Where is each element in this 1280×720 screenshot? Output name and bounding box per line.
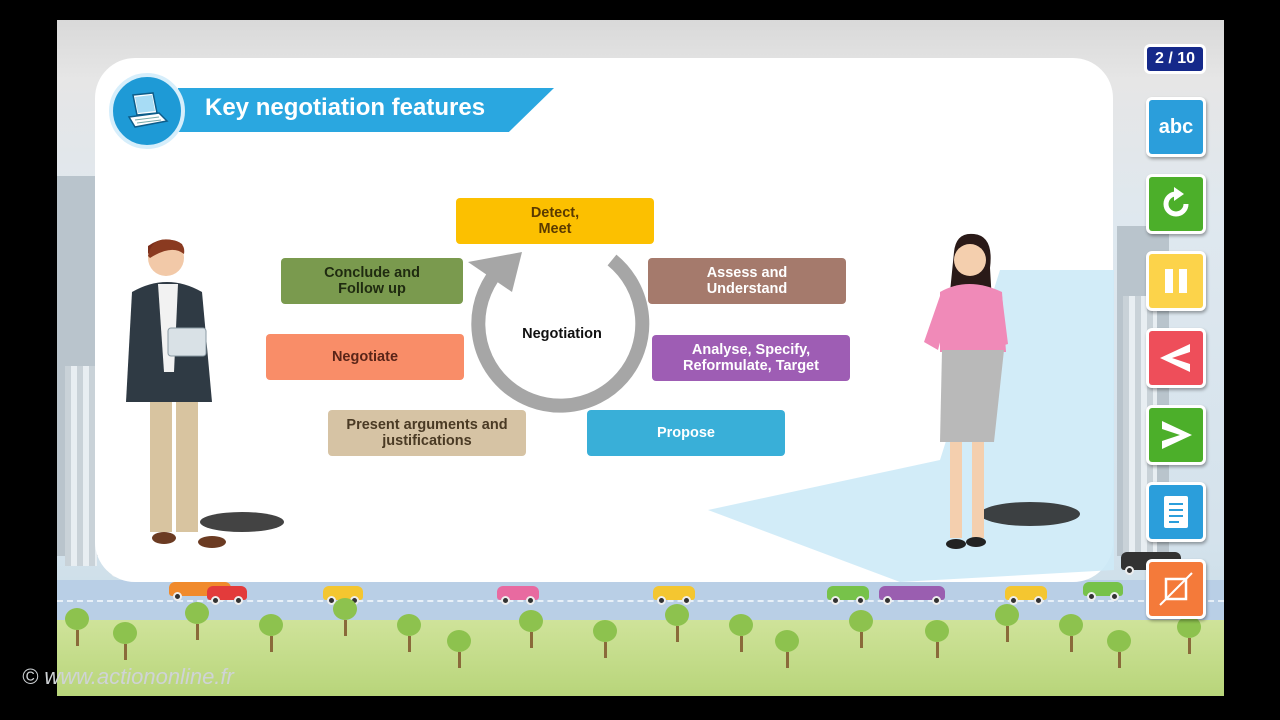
tree (665, 604, 689, 642)
abc-label: abc (1158, 115, 1194, 138)
tree (1107, 630, 1131, 668)
document-button[interactable] (1146, 482, 1206, 542)
step-conclude-follow-up[interactable]: Conclude and Follow up (281, 258, 463, 304)
car (1005, 586, 1047, 605)
car (879, 586, 945, 605)
chevron-left-icon (1160, 344, 1190, 372)
car (497, 586, 539, 605)
tree (1177, 616, 1201, 654)
tree (995, 604, 1019, 642)
car (1083, 582, 1123, 601)
pause-button[interactable] (1146, 251, 1206, 311)
businesswoman-illustration (924, 233, 1080, 549)
car (827, 586, 869, 605)
cycle-arrow (468, 252, 650, 413)
copyright-text: © www.actiononline.fr (22, 664, 234, 689)
building (65, 366, 97, 566)
car (653, 586, 695, 605)
tree (593, 620, 617, 658)
previous-button[interactable] (1146, 328, 1206, 388)
tree (397, 614, 421, 652)
replay-button[interactable] (1146, 174, 1206, 234)
tree (185, 602, 209, 640)
step-present-arguments[interactable]: Present arguments and justifications (328, 410, 526, 456)
slide-counter: 2 / 10 (1144, 44, 1206, 74)
laptop-icon (109, 73, 185, 149)
tree (775, 630, 799, 668)
title-banner (178, 88, 554, 132)
businessman-illustration (126, 239, 284, 548)
next-button[interactable] (1146, 405, 1206, 465)
tree (447, 630, 471, 668)
tree (65, 608, 89, 646)
cycle-center-label: Negotiation (522, 326, 602, 342)
expand-icon (1159, 572, 1193, 606)
step-detect-meet[interactable]: Detect, Meet (456, 198, 654, 244)
document-icon (1164, 496, 1188, 528)
grass (57, 620, 1224, 696)
tree (333, 598, 357, 636)
pause-icon (1165, 269, 1187, 293)
page-title: Key negotiation features (205, 94, 486, 121)
tree (259, 614, 283, 652)
tree (519, 610, 543, 648)
step-negotiate[interactable]: Negotiate (266, 334, 464, 380)
step-propose[interactable]: Propose (587, 410, 785, 456)
abc-button[interactable]: abc (1146, 97, 1206, 157)
tree (925, 620, 949, 658)
tree (849, 610, 873, 648)
road (57, 580, 1224, 622)
tree (1059, 614, 1083, 652)
fullscreen-button[interactable] (1146, 559, 1206, 619)
step-assess-understand[interactable]: Assess and Understand (648, 258, 846, 304)
tree (113, 622, 137, 660)
step-analyse-specify[interactable]: Analyse, Specify, Reformulate, Target (652, 335, 850, 381)
tree (729, 614, 753, 652)
chevron-right-icon (1162, 421, 1192, 449)
replay-icon (1163, 187, 1189, 217)
car (207, 586, 247, 605)
